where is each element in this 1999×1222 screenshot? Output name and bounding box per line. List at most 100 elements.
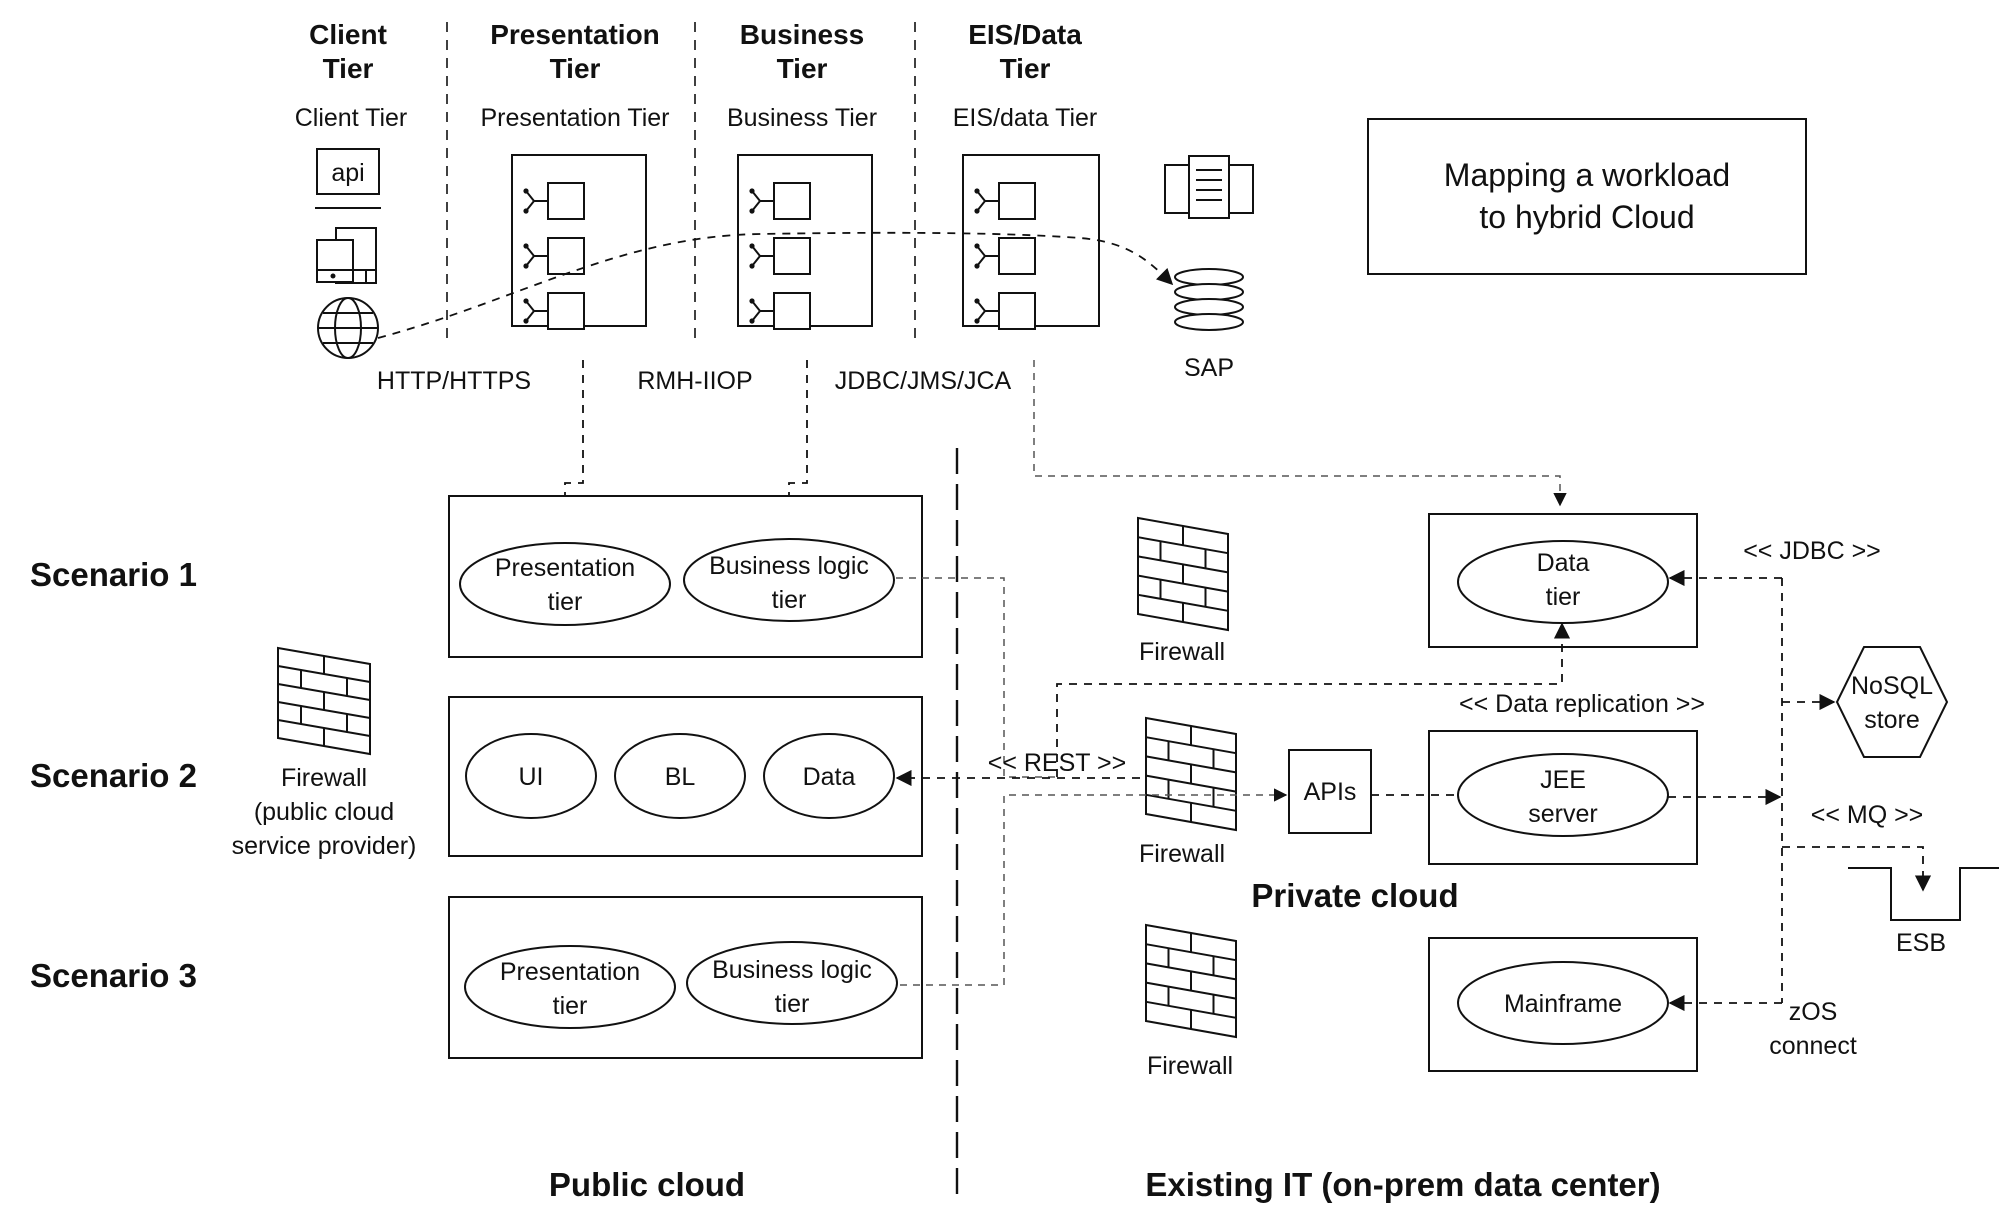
public-cloud-label: Public cloud: [549, 1166, 745, 1203]
esb-flow: [1782, 846, 1932, 892]
scenario-3-to-apis-flow: [900, 788, 1288, 986]
esb-icon: ESB: [1848, 867, 1999, 957]
eis-to-data-tier: [1033, 360, 1567, 507]
mainframe-label: Mainframe: [1504, 990, 1622, 1018]
node-label: Presentation: [495, 554, 635, 582]
component-icon: [749, 292, 811, 330]
jdbc-label: << JDBC >>: [1743, 537, 1881, 565]
title-box: Mapping a workload to hybrid Cloud: [1367, 118, 1807, 275]
firewall-label: Firewall: [1147, 1052, 1233, 1080]
scenario-2-box: UI BL Data: [448, 696, 923, 857]
bl-node: [614, 733, 746, 819]
eis-tier-label: EIS/data Tier: [953, 104, 1098, 132]
node-label: UI: [519, 763, 544, 791]
documents-icon: [1164, 155, 1254, 219]
component-icon: [974, 237, 1036, 275]
zos-label: connect: [1769, 1032, 1857, 1060]
nosql-label: store: [1864, 706, 1920, 734]
apis-box: APIs: [1288, 749, 1372, 834]
component-icon: [974, 292, 1036, 330]
jee-server-box: JEE server: [1428, 730, 1698, 865]
node-label: tier: [553, 992, 588, 1020]
presentation-tier-label: Presentation Tier: [481, 104, 670, 132]
scenario-3-box: Presentation tier Business logic tier: [448, 896, 923, 1059]
http-protocol-label: HTTP/HTTPS: [377, 367, 531, 395]
data-node: [763, 733, 895, 819]
node-label: Data: [803, 763, 856, 791]
node-label: Business logic: [709, 552, 869, 580]
esb-label: ESB: [1896, 929, 1946, 957]
firewall-label: Firewall: [1139, 638, 1225, 666]
sap-label: SAP: [1184, 354, 1234, 382]
private-cloud-label: Private cloud: [1251, 877, 1458, 914]
mq-label: << MQ >>: [1811, 801, 1924, 829]
zos-label: zOS: [1789, 998, 1838, 1026]
rest-label: << REST >>: [988, 749, 1127, 777]
node-label: Data: [1537, 549, 1590, 577]
header-line: Tier: [323, 53, 374, 84]
firewall-icon: [1145, 923, 1237, 1039]
scenario-2-label: Scenario 2: [30, 757, 197, 794]
business-logic-tier-node: [683, 538, 895, 622]
data-tier-box: Data tier: [1428, 513, 1698, 648]
node-label: tier: [772, 586, 807, 614]
component-icon: [749, 237, 811, 275]
node-label: BL: [665, 763, 696, 791]
node-label: tier: [548, 588, 583, 616]
nosql-label: NoSQL: [1851, 672, 1933, 700]
ui-node: [465, 733, 597, 819]
rmi-protocol-label: RMH-IIOP: [637, 367, 752, 395]
apis-label: APIs: [1304, 778, 1357, 806]
node-label: Presentation: [500, 958, 640, 986]
header-line: Presentation: [490, 19, 660, 50]
component-icon: [523, 292, 585, 330]
node-label: tier: [1546, 583, 1581, 611]
header-line: EIS/Data: [968, 19, 1082, 50]
firewall-icon: [1137, 516, 1229, 632]
header-line: Business: [740, 19, 865, 50]
business-logic-tier-node: [686, 941, 898, 1025]
scenario-1-box: Presentation tier Business logic tier: [448, 495, 923, 658]
firewall-icon: [277, 646, 371, 756]
header-line: Tier: [1000, 53, 1051, 84]
public-firewall-label: service provider): [232, 832, 417, 860]
mainframe-box: Mainframe: [1428, 937, 1698, 1072]
api-icon-label: api: [331, 159, 364, 187]
devices-icon: [316, 227, 377, 284]
node-label: JEE: [1540, 766, 1586, 794]
component-icon: [523, 182, 585, 220]
database-icon: [1174, 268, 1244, 331]
presentation-tier-node: [459, 542, 671, 626]
component-icons: [523, 182, 1036, 330]
scenario-1-link: [896, 577, 1056, 778]
nosql-store: NoSQL store: [1835, 646, 1949, 758]
existing-it-label: Existing IT (on-prem data center): [1145, 1166, 1660, 1203]
client-tier-label: Client Tier: [295, 104, 408, 132]
jdbc-protocol-label: JDBC/JMS/JCA: [835, 367, 1012, 395]
public-firewall-label: (public cloud: [254, 798, 394, 826]
scenario-3-label: Scenario 3: [30, 957, 197, 994]
header-line: Tier: [550, 53, 601, 84]
node-label: tier: [775, 990, 810, 1018]
scenario-1-label: Scenario 1: [30, 556, 197, 593]
header-line: Client: [309, 19, 387, 50]
api-icon: api: [315, 148, 381, 209]
header-line: Tier: [777, 53, 828, 84]
data-replication-flow: [1056, 622, 1571, 777]
node-label: server: [1528, 800, 1597, 828]
public-firewall-label: Firewall: [281, 764, 367, 792]
business-tier-label: Business Tier: [727, 104, 877, 132]
data-replication-label: << Data replication >>: [1459, 690, 1705, 718]
node-label: Business logic: [712, 956, 872, 984]
firewall-label: Firewall: [1139, 840, 1225, 868]
component-icon: [749, 182, 811, 220]
component-icon: [974, 182, 1036, 220]
title-line: Mapping a workload: [1444, 157, 1730, 193]
presentation-tier-node: [464, 945, 676, 1029]
globe-icon: [317, 297, 379, 359]
